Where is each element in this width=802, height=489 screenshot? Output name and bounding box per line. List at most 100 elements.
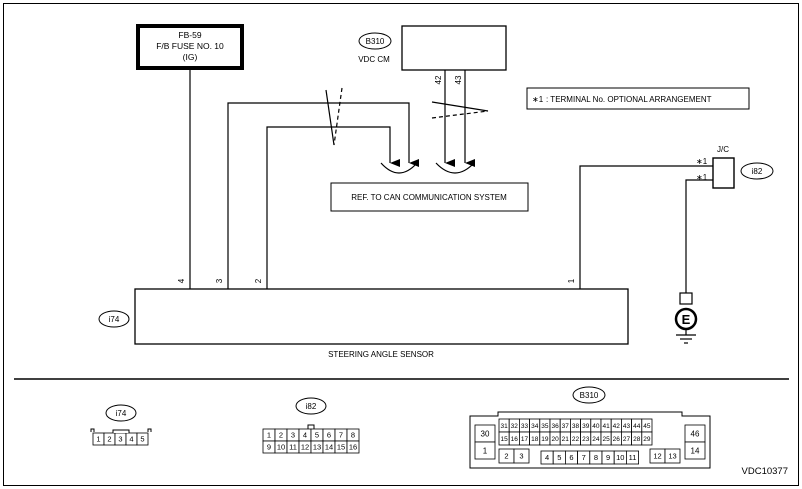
b310-pin-label: 35: [541, 423, 549, 430]
i82-cell: [346, 440, 360, 454]
vdc-pin-42: 42: [434, 75, 443, 84]
joint-connector: J/C ∗1 ∗1 i82: [696, 145, 774, 189]
b310-pin-label: 43: [623, 423, 631, 430]
vdc-control-module: B310 VDC CM 42 43: [358, 25, 507, 84]
b310-pin-label: 6: [569, 453, 573, 462]
b310-pin-label: 41: [602, 423, 610, 430]
b310-pin-label: 5: [557, 453, 561, 462]
b310-pin-label: 16: [511, 436, 519, 443]
i82-pin-label: 9: [267, 443, 271, 452]
terminal-note: ∗1 : TERMINAL No. OPTIONAL ARRANGEMENT: [526, 87, 750, 110]
document-id: VDC10377: [742, 466, 788, 477]
b310-pin-label: 27: [623, 436, 631, 443]
terminal-note-star: ∗1: [532, 95, 544, 104]
b310-pin-label: 34: [531, 423, 539, 430]
vdc-connector-badge: [358, 32, 392, 50]
b310-pin-label: 31: [500, 423, 508, 430]
connector-face-i82-label: i82: [306, 402, 317, 411]
can-reference-label: REF. TO CAN COMMUNICATION SYSTEM: [351, 193, 507, 202]
b310-pin-label: 30: [481, 429, 490, 438]
connector-face-b310-label: B310: [580, 391, 599, 400]
i82-pin-label: 2: [279, 431, 283, 440]
wire-pin3-can: [227, 102, 419, 289]
i82-pin-label: 1: [267, 431, 271, 440]
b310-pin-label: 28: [633, 436, 641, 443]
b310-pin-label: 36: [551, 423, 559, 430]
twisted-pair-marks: [325, 87, 489, 146]
i74-cell: [136, 432, 149, 446]
vdc-connector-label: B310: [366, 37, 385, 46]
jc-connector-badge: [740, 162, 774, 180]
b310-pin-label: 13: [668, 452, 676, 461]
b310-pin-label: 26: [613, 436, 621, 443]
terminal-note-text: : TERMINAL No. OPTIONAL ARRANGEMENT: [546, 95, 712, 104]
b310-pin-label: 45: [643, 423, 651, 430]
i74-pin-label: 3: [118, 435, 122, 444]
i82-pin-label: 11: [289, 443, 297, 452]
b310-pin-label: 42: [613, 423, 621, 430]
b310-pin-label: 3: [519, 452, 523, 461]
b310-pin-label: 4: [545, 453, 549, 462]
b310-cell: [626, 450, 640, 465]
b310-pin-label: 18: [531, 436, 539, 443]
i82-pin-label: 13: [313, 443, 321, 452]
b310-pin-label: 15: [500, 436, 508, 443]
b310-pin-label: 24: [592, 436, 600, 443]
b310-pin-label: 10: [616, 453, 624, 462]
b310-pin-label: 22: [572, 436, 580, 443]
i82-pin-label: 3: [291, 431, 295, 440]
vdc-pin-43: 43: [454, 75, 463, 84]
jc-pin-mark-2: ∗1: [696, 173, 708, 182]
jc-connector-label: i82: [752, 167, 763, 176]
b310-cell: [641, 431, 653, 446]
b310-pin-label: 7: [582, 453, 586, 462]
wire-jc-ground: [685, 179, 713, 293]
i74-key: [112, 429, 130, 433]
fuse-label-line1: FB-59: [178, 30, 201, 40]
b310-pin-label: 12: [653, 452, 661, 461]
b310-cell: [684, 441, 706, 460]
sensor-pin-4: 4: [177, 278, 186, 283]
b310-pin-label: 33: [521, 423, 529, 430]
b310-pin-label: 21: [562, 436, 570, 443]
i82-pin-label: 10: [277, 443, 285, 452]
b310-pin-label: 8: [594, 453, 598, 462]
sensor-pin-3: 3: [215, 278, 224, 283]
b310-pin-label: 44: [633, 423, 641, 430]
fuse-block: FB-59 F/B FUSE NO. 10 (IG): [136, 24, 244, 70]
i74-pin-label: 1: [96, 435, 100, 444]
b310-cell: [664, 448, 681, 464]
b310-pin-label: 38: [572, 423, 580, 430]
connector-face-i74-label: i74: [116, 409, 127, 418]
b310-pin-label: 25: [602, 436, 610, 443]
i82-pin-label: 15: [337, 443, 345, 452]
i82-pin-label: 5: [315, 431, 319, 440]
can-connector-arcs: [380, 162, 475, 174]
b310-pin-label: 11: [629, 453, 637, 462]
jc-label: J/C: [717, 145, 729, 154]
ground-letter: E: [682, 312, 691, 327]
sensor-connector-badge: [98, 310, 130, 328]
sensor-label: STEERING ANGLE SENSOR: [328, 350, 434, 359]
b310-cell: [474, 441, 496, 460]
fuse-label-line2: F/B FUSE NO. 10: [156, 41, 224, 51]
diagram-border: [3, 3, 799, 486]
b310-cell: [513, 448, 530, 464]
b310-pin-label: 32: [511, 423, 519, 430]
b310-pin-label: 1: [483, 446, 488, 455]
i82-pin-label: 12: [301, 443, 309, 452]
jc-pin-mark-1: ∗1: [696, 157, 708, 166]
sensor-pin-2: 2: [254, 278, 263, 283]
steering-angle-sensor: 4 3 2 1 i74 STEERING ANGLE SENSOR: [98, 278, 629, 359]
i82-pin-label: 4: [303, 431, 307, 440]
i74-housing: [90, 428, 152, 432]
b310-pin-label: 46: [691, 429, 700, 438]
b310-pin-label: 29: [643, 436, 651, 443]
can-reference-box: REF. TO CAN COMMUNICATION SYSTEM: [330, 182, 529, 212]
i82-pin-label: 6: [327, 431, 331, 440]
i82-key: [307, 424, 315, 429]
wire-pin2-can: [266, 126, 400, 289]
i82-pin-label: 8: [351, 431, 355, 440]
